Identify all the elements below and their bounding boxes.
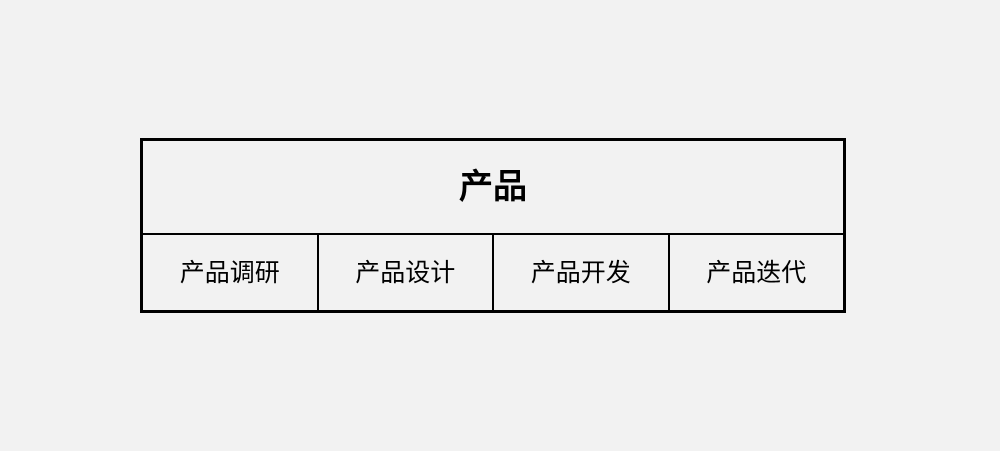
child-node-design: 产品设计: [319, 235, 494, 310]
child-node-development: 产品开发: [494, 235, 670, 310]
child-nodes-row: 产品调研 产品设计 产品开发 产品迭代: [143, 235, 843, 310]
child-label-development: 产品开发: [530, 258, 631, 287]
product-hierarchy-diagram: 产品 产品调研 产品设计 产品开发 产品迭代: [140, 138, 846, 313]
root-node: 产品: [143, 141, 843, 235]
child-node-iteration: 产品迭代: [670, 235, 844, 310]
child-label-iteration: 产品迭代: [706, 258, 807, 287]
child-node-research: 产品调研: [143, 235, 319, 310]
root-label: 产品: [459, 167, 527, 207]
child-label-research: 产品调研: [179, 258, 280, 287]
child-label-design: 产品设计: [355, 258, 456, 287]
